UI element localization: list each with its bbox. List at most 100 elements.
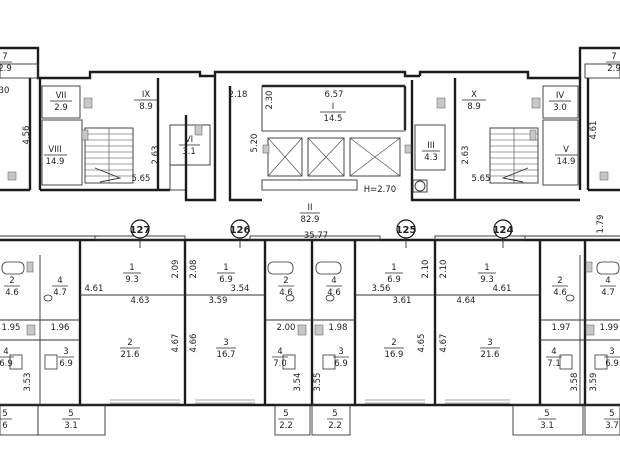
room-id: 2 xyxy=(9,276,14,286)
room-id: 4 xyxy=(3,347,8,357)
room-area: 21.6 xyxy=(121,350,140,360)
room-id: 5 xyxy=(283,409,288,419)
room-area: 14.5 xyxy=(324,114,343,124)
room-area: 3.7 xyxy=(605,421,619,431)
room-area: 4.6 xyxy=(5,288,19,298)
dimension: 4.61 xyxy=(589,121,599,140)
room-id: VI xyxy=(185,135,193,145)
room-id: 5 xyxy=(544,409,549,419)
dimension: 2.08 xyxy=(189,260,199,279)
room-id: 2 xyxy=(557,276,562,286)
room-area: 3.1 xyxy=(64,421,78,431)
room-id: 5 xyxy=(2,409,7,419)
room-labels: 2 4.6 4 4.7 1 9.3 1 6.9 2 4.6 4 4.6 1 6.… xyxy=(0,263,620,431)
room-area: 4.6 xyxy=(327,288,341,298)
dimension: 2.00 xyxy=(277,323,296,333)
dimension: 4.67 xyxy=(171,334,181,353)
room-area: 9.3 xyxy=(480,275,494,285)
room-area: 2.9 xyxy=(54,103,68,113)
stair-left xyxy=(84,127,134,184)
room-area: 6.9 xyxy=(0,359,13,369)
room-id: 5 xyxy=(332,409,337,419)
room-id: 2 xyxy=(391,338,396,348)
room-area: 7.0 xyxy=(273,359,287,369)
dimension: 4.65 xyxy=(417,334,427,353)
room-area: 6.9 xyxy=(605,359,619,369)
apartment-markers: 127 126 125 124 xyxy=(130,219,514,248)
room-area: 4.7 xyxy=(601,288,615,298)
room-area: 16.7 xyxy=(217,350,236,360)
dimension: 2.09 xyxy=(171,260,181,279)
room-id: IX xyxy=(142,90,151,100)
apartment-number: 127 xyxy=(130,225,151,236)
room-id: 4 xyxy=(331,276,336,286)
room-area: 4.3 xyxy=(424,153,438,163)
dimension: 2.63 xyxy=(151,146,161,165)
dimension: 3.59 xyxy=(209,296,228,306)
room-area: 7.1 xyxy=(547,359,561,369)
dimension: 5.65 xyxy=(472,174,491,184)
room-id: I xyxy=(332,102,335,112)
room-area: 6.9 xyxy=(387,275,401,285)
dimension: 4.64 xyxy=(457,296,476,306)
apartment-marker xyxy=(130,219,150,239)
room-id: V xyxy=(563,145,569,155)
room-area: 2.9 xyxy=(0,64,12,74)
room-id: 2 xyxy=(283,276,288,286)
dimension: 1.97 xyxy=(552,323,571,333)
room-id: 3 xyxy=(223,338,228,348)
apartment-number: 126 xyxy=(230,225,251,236)
dimension: 4.66 xyxy=(189,334,199,353)
room-area: 6.9 xyxy=(334,359,348,369)
dimension: 4.61 xyxy=(493,284,512,294)
room-area: 8.9 xyxy=(467,102,481,112)
corridor-label: II 82.9 35.77 H=2.70 xyxy=(300,185,396,241)
room-area: 14.9 xyxy=(557,157,576,167)
dimension: 30 xyxy=(0,86,9,96)
room-area: 4.7 xyxy=(53,288,67,298)
stair-right xyxy=(489,127,539,184)
room-area: 9.3 xyxy=(125,275,139,285)
apartment-walls xyxy=(0,240,620,436)
room-area: 3.1 xyxy=(540,421,554,431)
room-area: 3.0 xyxy=(553,103,567,113)
room-id: 1 xyxy=(391,263,396,273)
room-id: 3 xyxy=(338,347,343,357)
room-id: 1 xyxy=(129,263,134,273)
room-id: 5 xyxy=(609,409,614,419)
dimension: 1.95 xyxy=(2,323,21,333)
room-id: VIII xyxy=(48,145,61,155)
dimension: 6.57 xyxy=(325,90,344,100)
room-id: III xyxy=(427,141,435,151)
dimension: 4.63 xyxy=(131,296,150,306)
toilets xyxy=(9,294,608,370)
dimension: 2.10 xyxy=(439,260,449,279)
apartment-number: 124 xyxy=(493,225,514,236)
room-area: 2.2 xyxy=(279,421,293,431)
room-id: 7 xyxy=(2,52,7,62)
room-id: 3 xyxy=(63,347,68,357)
dimension: 1.98 xyxy=(329,323,348,333)
bathtubs xyxy=(1,261,620,275)
stair-rooms xyxy=(41,85,579,186)
room-id: II xyxy=(307,203,312,213)
dimension: 4.67 xyxy=(439,334,449,353)
room-id: 4 xyxy=(551,347,556,357)
room-id: VII xyxy=(56,91,67,101)
dimension: 4.56 xyxy=(22,126,32,145)
apartment-marker xyxy=(230,219,250,239)
room-id: 5 xyxy=(68,409,73,419)
room-area: 6.9 xyxy=(59,359,73,369)
room-area: 6 xyxy=(2,421,7,431)
room-area: 3.1 xyxy=(182,147,196,157)
room-area: 14.9 xyxy=(46,157,65,167)
stair-room-labels: 7 2.9 7 2.9 VII 2.9 IX 8.9 VIII 14.9 VI … xyxy=(0,52,620,167)
room-area: 6.9 xyxy=(219,275,233,285)
room-area: 8.9 xyxy=(139,102,153,112)
room-id: 2 xyxy=(127,338,132,348)
room-area: 16.9 xyxy=(385,350,404,360)
dimension: 1.79 xyxy=(596,215,606,234)
dimension: 1.99 xyxy=(600,323,619,333)
room-id: X xyxy=(471,90,477,100)
dimension: 3.58 xyxy=(570,373,580,392)
